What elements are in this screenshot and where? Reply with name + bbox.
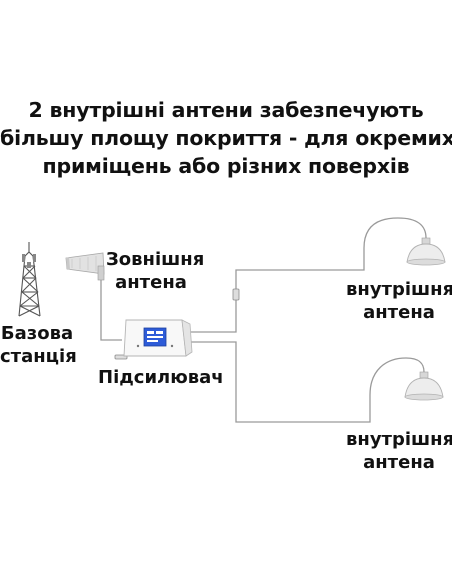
cables	[100, 217, 427, 423]
headline-line-3: приміщень або різних поверхів	[42, 154, 410, 178]
indoor-antenna-2-label: внутрішня антена	[346, 428, 452, 474]
cable-booster-to-indoor-1	[190, 217, 427, 333]
indoor-antenna-2-label-line-2: антена	[363, 452, 435, 473]
booster-label: Підсилювач	[98, 366, 224, 389]
ceiling-antenna-icon	[404, 371, 444, 401]
booster-label-text: Підсилювач	[98, 367, 224, 388]
base-station-tower-icon	[18, 242, 41, 317]
headline-line-1: 2 внутрішні антени забезпечують	[28, 98, 424, 122]
cable-booster-to-indoor-2	[190, 341, 425, 423]
outdoor-yagi-antenna-icon	[65, 252, 105, 281]
indoor-antenna-1-label-line-2: антена	[363, 302, 435, 323]
indoor-antenna-1-label-line-1: внутрішня	[346, 279, 452, 300]
cable-connector-icon	[114, 288, 240, 360]
signal-booster-icon	[123, 319, 193, 357]
outdoor-antenna-label-line-1: Зовнішня	[106, 249, 205, 270]
base-station-label: Базова станція	[0, 322, 77, 368]
indoor-antenna-1-label: внутрішня антена	[346, 278, 452, 324]
outdoor-antenna-label-line-2: антена	[115, 272, 187, 293]
headline-line-2: більшу площу покриття - для окремих	[0, 126, 452, 150]
indoor-antenna-2-label-line-1: внутрішня	[346, 429, 452, 450]
base-station-label-line-2: станція	[0, 346, 77, 367]
headline: 2 внутрішні антени забезпечують більшу п…	[0, 96, 452, 180]
base-station-label-line-1: Базова	[0, 323, 74, 344]
outdoor-antenna-label: Зовнішня антена	[106, 248, 205, 294]
cable-outdoor-to-booster	[100, 280, 122, 341]
ceiling-antenna-icon	[406, 237, 446, 266]
